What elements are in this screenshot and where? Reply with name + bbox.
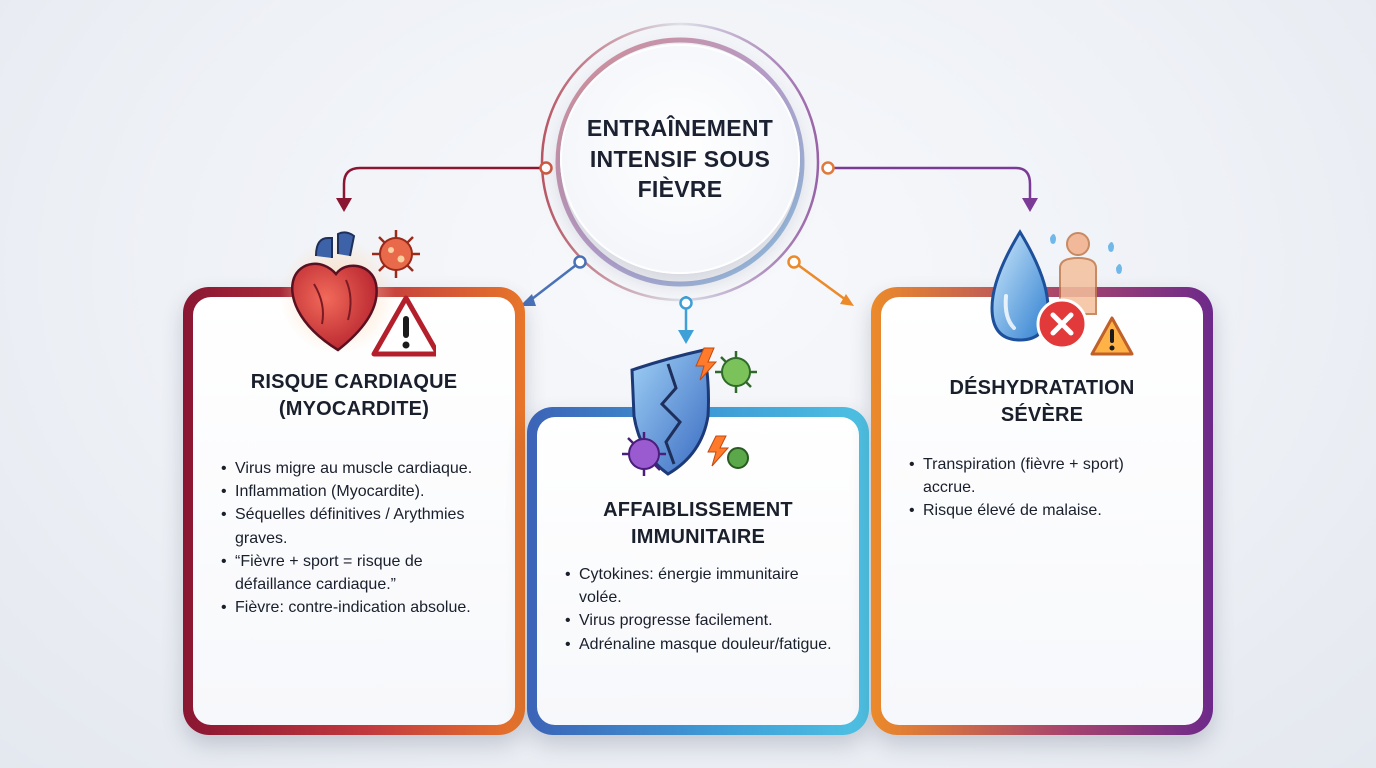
card-immune-title: Affaiblissement immunitaire <box>603 499 793 548</box>
bullet: Séquelles définitives / Arythmies graves… <box>221 503 501 549</box>
bullet: “Fièvre + sport = risque de défaillance … <box>221 550 501 596</box>
virus-icon <box>715 351 757 393</box>
bullet: Virus progresse facilement. <box>565 609 845 632</box>
card-dehydration-bullets: Transpiration (fièvre + sport) accrue. R… <box>903 453 1179 523</box>
card-immune-weakening: Affaiblissement immunitaire Cytokines: é… <box>527 407 869 735</box>
card-dehydration-title: Déshydratation sévère <box>949 377 1135 426</box>
bullet: Cytokines: énergie immunitaire volée. <box>565 563 845 609</box>
arrow-to-cardiac <box>342 166 546 202</box>
bullet: Adrénaline masque douleur/fatigue. <box>565 633 845 656</box>
bullet: Risque élevé de malaise. <box>909 499 1179 522</box>
immune-icon-cluster <box>622 347 757 476</box>
arrow-to-dehydration <box>828 166 1032 202</box>
water-drop-icon <box>990 229 1050 342</box>
warning-icon <box>1090 316 1134 356</box>
card-cardiac-risk: Risque cardiaque (myocardite) Virus migr… <box>183 287 525 735</box>
lightning-icon <box>695 347 730 467</box>
arrow-lower-right <box>793 260 847 302</box>
hub-inner-ring <box>555 37 805 287</box>
bullet: Virus migre au muscle cardiaque. <box>221 457 501 480</box>
card-cardiac-bullets: Virus migre au muscle cardiaque. Inflamm… <box>215 457 501 620</box>
arrow-lower-left <box>527 261 581 303</box>
card-dehydration: Déshydratation sévère Transpiration (fiè… <box>871 287 1213 735</box>
virus-icon <box>622 432 666 476</box>
warning-icon <box>371 295 436 357</box>
card-immune-bullets: Cytokines: énergie immunitaire volée. Vi… <box>559 563 845 656</box>
dehydration-icon-cluster <box>990 229 1134 356</box>
cardiac-icon-cluster <box>280 230 436 357</box>
virus-icon <box>372 230 420 278</box>
hub-circle: Entraînement intensif sous fièvre <box>560 44 800 274</box>
heart-icon <box>290 231 378 352</box>
bullet: Fièvre: contre-indication absolue. <box>221 596 501 619</box>
hub-title: Entraînement intensif sous fièvre <box>586 115 774 203</box>
cross-icon <box>1036 298 1088 350</box>
virus-icon <box>727 447 749 469</box>
card-cardiac-title: Risque cardiaque (myocardite) <box>250 371 458 420</box>
bullet: Transpiration (fièvre + sport) accrue. <box>909 453 1179 499</box>
bullet: Inflammation (Myocardite). <box>221 480 501 503</box>
